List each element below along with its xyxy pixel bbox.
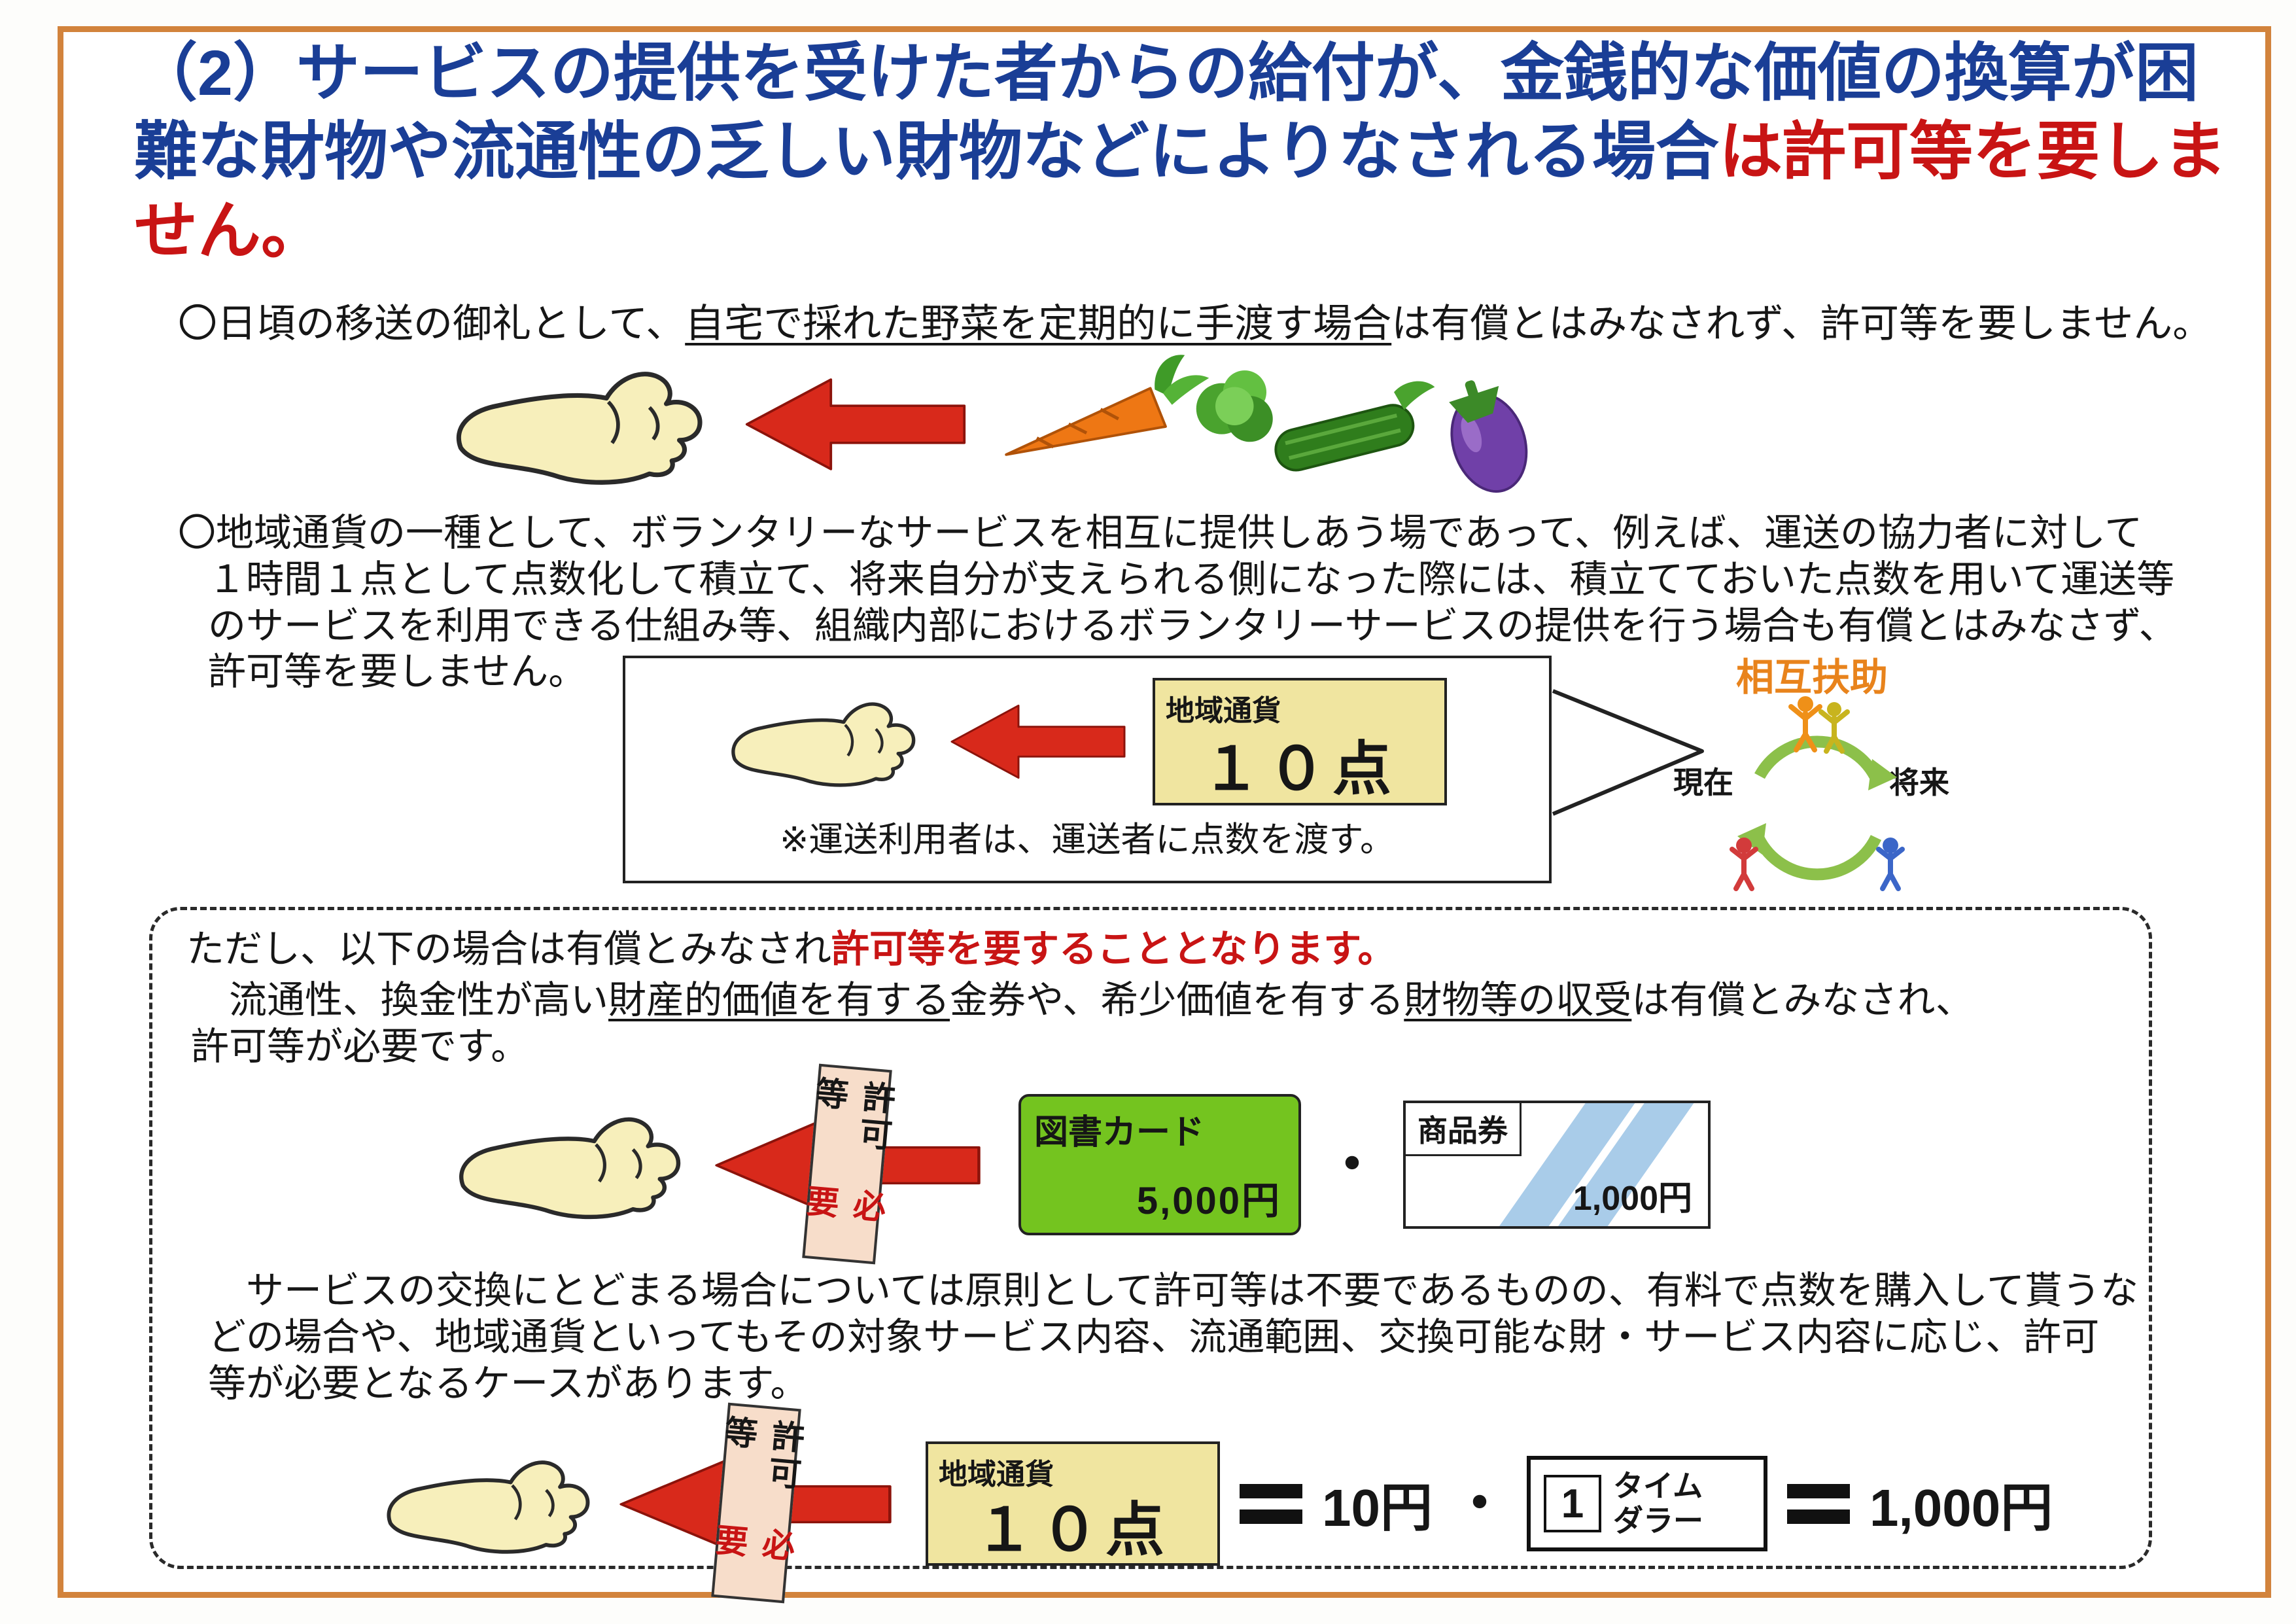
vegetables-icon xyxy=(1005,355,1528,493)
voucher-exchange-illustration: 許可等必要 図書カード 5,000円 ・ 商品券 1,000円 xyxy=(455,1063,1711,1265)
card-label: 地域通貨 xyxy=(1166,694,1281,727)
underlined-phrase: 財物等の収受 xyxy=(1404,979,1632,1021)
equation-value-2: 1,000円 xyxy=(1870,1479,2053,1537)
caution-paragraph-1: 流通性、換金性が高い財産的価値を有する金券や、希少価値を有する財物等の収受は有償… xyxy=(191,979,1974,1068)
title-line-1: （2）サービスの提供を受けた者からの給付が、金銭的な価値の換算が困 xyxy=(134,37,2199,109)
time-dollar-number: 1 xyxy=(1544,1475,1601,1532)
permit-required-scroll: 許可等必要 xyxy=(800,1063,896,1265)
receiving-hand-icon xyxy=(383,1442,599,1566)
page-title: （2）サービスの提供を受けた者からの給付が、金銭的な価値の換算が困 難な財物や流… xyxy=(134,34,2280,270)
card-value: 5,000円 xyxy=(1136,1180,1281,1222)
card-value: １０点 xyxy=(1202,736,1398,802)
mutual-aid-diagram: 相互扶助 現在 将来 xyxy=(1655,646,1969,908)
vegetable-exchange-illustration xyxy=(451,345,1535,503)
arrow-with-permit-scroll: 許可等必要 xyxy=(714,1063,995,1265)
bullet-local-currency: 〇地域通貨の一種として、ボランタリーなサービスを相互に提供しあう場であって、例え… xyxy=(178,512,2177,694)
arrow-with-permit-scroll: 許可等必要 xyxy=(618,1402,906,1604)
caution-paragraph-2: サービスの交換にとどまる場合については原則として許可等は不要であるものの、有料で… xyxy=(208,1269,2139,1405)
currency-equation-illustration: 許可等必要 地域通貨 １０点 10円 ・ 1 タイム ダラー 1,000円 xyxy=(383,1402,2053,1604)
book-card: 図書カード 5,000円 xyxy=(1018,1094,1301,1235)
gift-certificate-card: 商品券 1,000円 xyxy=(1403,1101,1711,1229)
card-value: １０点 xyxy=(975,1498,1171,1563)
label-future: 将来 xyxy=(1889,766,1949,800)
separator-dot: ・ xyxy=(1325,1134,1380,1195)
point-exchange-box: 地域通貨 １０点 ※運送利用者は、運送者に点数を渡す。 xyxy=(623,656,1552,883)
mutual-aid-title: 相互扶助 xyxy=(1735,656,1888,699)
receiving-hand-icon xyxy=(455,1097,690,1232)
time-dollar-box: 1 タイム ダラー xyxy=(1527,1456,1767,1551)
label-now: 現在 xyxy=(1673,766,1733,800)
callout-pointer-icon xyxy=(1552,689,1704,816)
bullet-vegetables: 〇日頃の移送の御礼として、自宅で採れた野菜を定期的に手渡す場合は有償とはみなされ… xyxy=(178,302,2212,345)
transfer-note: ※運送利用者は、運送者に点数を渡す。 xyxy=(779,820,1395,859)
arrow-left-icon xyxy=(745,378,966,470)
separator-dot: ・ xyxy=(1452,1473,1507,1534)
equals-icon xyxy=(1240,1483,1302,1524)
receiving-hand-icon xyxy=(727,686,924,798)
title-line-2: 難な財物や流通性の乏しい財物などによりなされる場合は許可等を要しま xyxy=(134,116,2227,188)
card-label: 地域通貨 xyxy=(939,1458,1054,1491)
local-currency-card: 地域通貨 １０点 xyxy=(1153,677,1447,805)
title-line-3: せん。 xyxy=(134,194,324,266)
mutual-aid-cycle-icon xyxy=(1730,696,1905,891)
equals-icon xyxy=(1787,1483,1850,1524)
time-dollar-label: タイム ダラー xyxy=(1613,1469,1703,1538)
underlined-phrase: 自宅で採れた野菜を定期的に手渡す場合 xyxy=(685,302,1392,345)
point-exchange-row: 地域通貨 １０点 xyxy=(727,677,1447,805)
local-currency-card: 地域通貨 １０点 xyxy=(926,1441,1220,1566)
title-highlight: は許可等を要しま xyxy=(1719,116,2227,188)
equation-value-1: 10円 xyxy=(1322,1479,1433,1537)
card-label: 図書カード xyxy=(1034,1114,1205,1152)
caution-intro-highlight: 許可等を要することとなります。 xyxy=(831,928,1396,970)
receiving-hand-icon xyxy=(451,349,713,499)
card-label: 商品券 xyxy=(1406,1103,1522,1156)
permit-required-scroll: 許可等必要 xyxy=(709,1402,805,1604)
card-value: 1,000円 xyxy=(1573,1180,1693,1218)
caution-box xyxy=(149,907,2152,1569)
arrow-left-icon xyxy=(950,704,1126,779)
caution-intro: ただし、以下の場合は有償とみなされ許可等を要することとなります。 xyxy=(186,928,1396,970)
underlined-phrase: 財産的価値を有する xyxy=(608,979,950,1021)
